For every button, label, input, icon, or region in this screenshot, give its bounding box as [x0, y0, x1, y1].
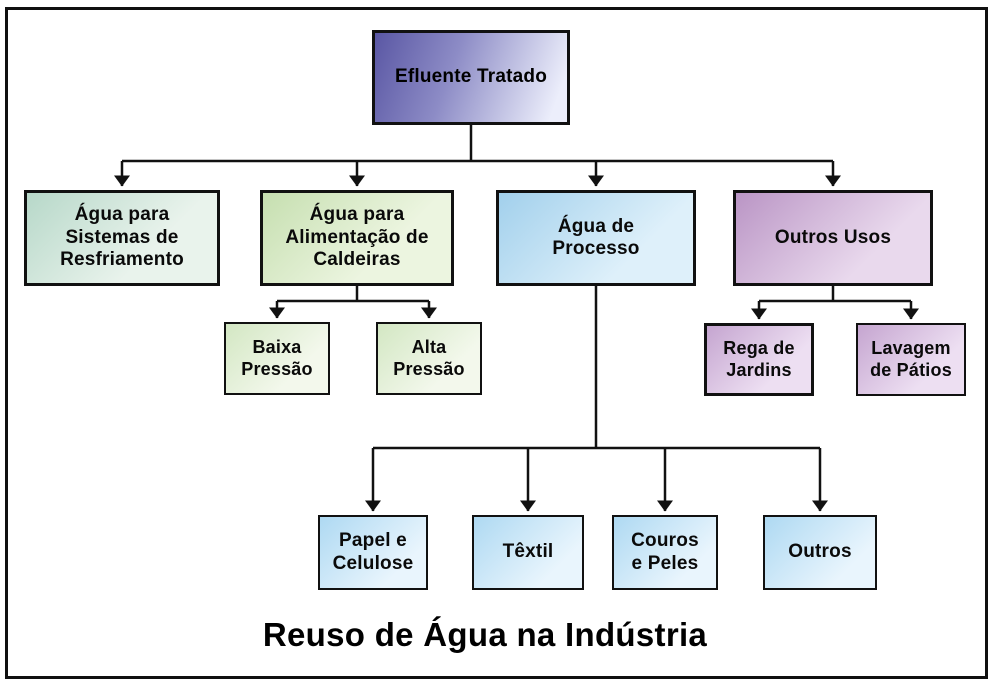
node-outros: Outros [763, 515, 877, 590]
node-couros-e-peles: Couros e Peles [612, 515, 718, 590]
node-outros-usos: Outros Usos [733, 190, 933, 286]
node-lavagem-de-patios: Lavagem de Pátios [856, 323, 966, 396]
node-alta-pressao: Alta Pressão [376, 322, 482, 395]
node-baixa-pressao: Baixa Pressão [224, 322, 330, 395]
node-papel-e-celulose: Papel e Celulose [318, 515, 428, 590]
node-efluente-tratado: Efluente Tratado [372, 30, 570, 125]
node-agua-sistemas-resfriamento: Água para Sistemas de Resfriamento [24, 190, 220, 286]
node-agua-de-processo: Água de Processo [496, 190, 696, 286]
node-rega-de-jardins: Rega de Jardins [704, 323, 814, 396]
diagram-title: Reuso de Água na Indústria [262, 616, 708, 653]
node-textil: Têxtil [472, 515, 584, 590]
node-agua-alimentacao-caldeiras: Água para Alimentação de Caldeiras [260, 190, 454, 286]
